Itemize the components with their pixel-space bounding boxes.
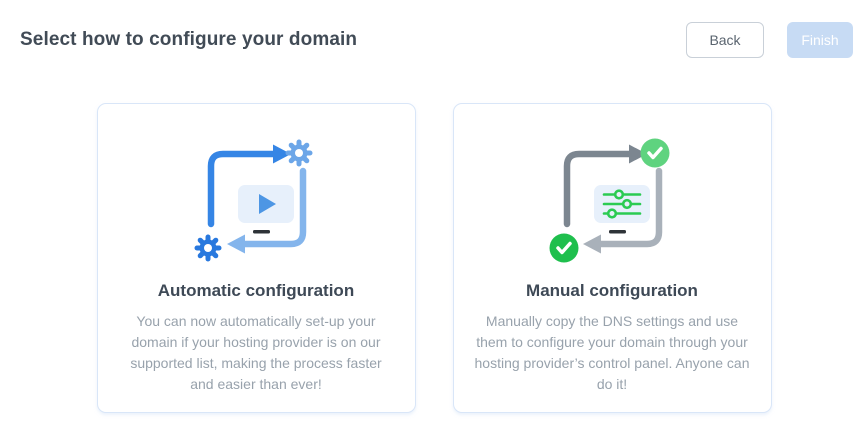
card-manual-configuration[interactable]: Manual configuration Manually copy the D…	[452, 103, 772, 413]
header: Select how to configure your domain Back…	[0, 0, 868, 58]
configuration-options: Automatic configuration You can now auto…	[0, 103, 868, 413]
card-description-manual: Manually copy the DNS settings and use t…	[474, 313, 750, 392]
card-title-manual: Manual configuration	[526, 281, 698, 300]
back-button[interactable]: Back	[686, 22, 764, 58]
card-description-automatic: You can now automatically set-up your do…	[130, 313, 382, 392]
header-actions: Back Finish	[686, 22, 853, 58]
page-title: Select how to configure your domain	[20, 29, 358, 50]
finish-button[interactable]: Finish	[787, 22, 853, 58]
automatic-sync-gears-icon	[194, 139, 313, 262]
manual-sync-checks-icon	[549, 138, 670, 263]
card-automatic-configuration[interactable]: Automatic configuration You can now auto…	[96, 103, 416, 413]
card-title-automatic: Automatic configuration	[157, 281, 355, 300]
